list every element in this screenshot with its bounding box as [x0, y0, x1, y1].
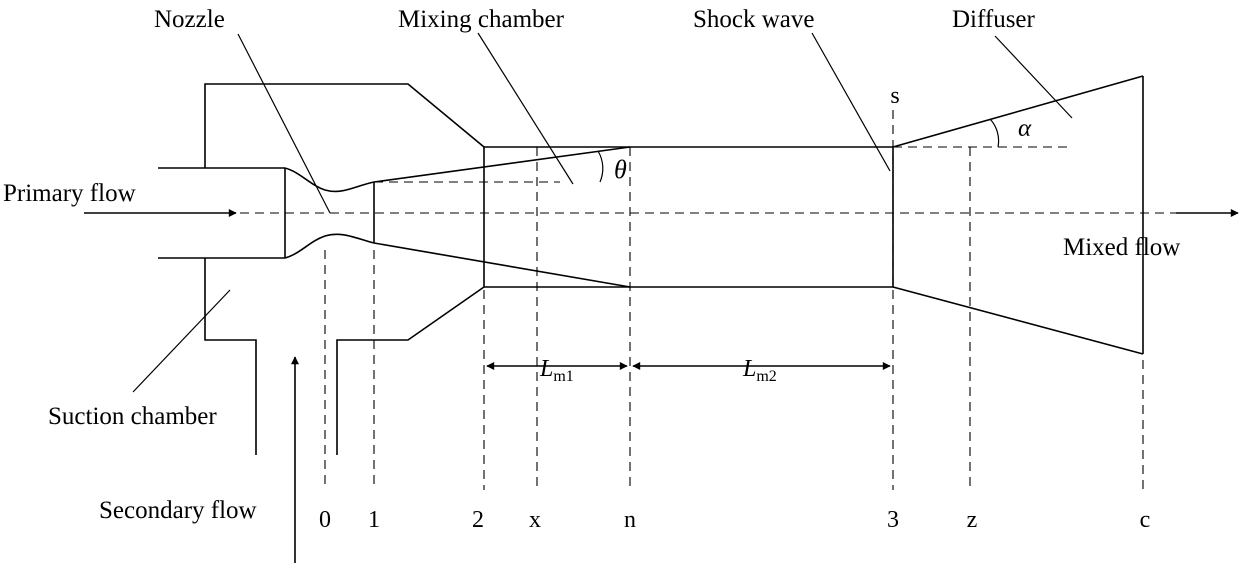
- jet-expansion-lines: [373, 146, 631, 288]
- section-label-2: 2: [472, 507, 484, 533]
- theta-arc: [597, 150, 604, 183]
- section-lines: [324, 110, 1144, 490]
- mixing-chamber-shape: [483, 146, 894, 288]
- alpha-symbol: α: [1018, 115, 1032, 142]
- nozzle-label: Nozzle: [154, 6, 225, 33]
- theta-symbol: θ: [614, 155, 627, 184]
- section-label-3: 3: [887, 507, 899, 533]
- primary-inlet-pipe: [158, 167, 285, 259]
- section-label-1: 1: [368, 507, 380, 533]
- section-label-x: x: [529, 507, 541, 533]
- section-label-0: 0: [319, 507, 331, 533]
- mixed-flow-label: Mixed flow: [1063, 234, 1180, 261]
- section-marker-s: s: [890, 83, 899, 109]
- alpha-arc: [989, 118, 1000, 148]
- mixing-chamber-label: Mixing chamber: [398, 6, 565, 33]
- diffuser-shape: [892, 75, 1144, 355]
- leader-lines: [132, 32, 1073, 393]
- lm1-label: Lm1: [539, 356, 574, 385]
- lm2-label: Lm2: [742, 356, 777, 385]
- suction-chamber-label: Suction chamber: [48, 403, 217, 430]
- section-label-c: c: [1140, 507, 1151, 533]
- secondary-flow-label: Secondary flow: [99, 497, 257, 524]
- shock-wave-label: Shock wave: [693, 6, 815, 33]
- reference-lines: [374, 146, 1068, 183]
- section-label-z: z: [967, 507, 978, 533]
- ejector-outline: [204, 83, 485, 455]
- section-label-n: n: [624, 507, 636, 533]
- diffuser-label: Diffuser: [952, 6, 1036, 33]
- primary-flow-label: Primary flow: [3, 180, 136, 207]
